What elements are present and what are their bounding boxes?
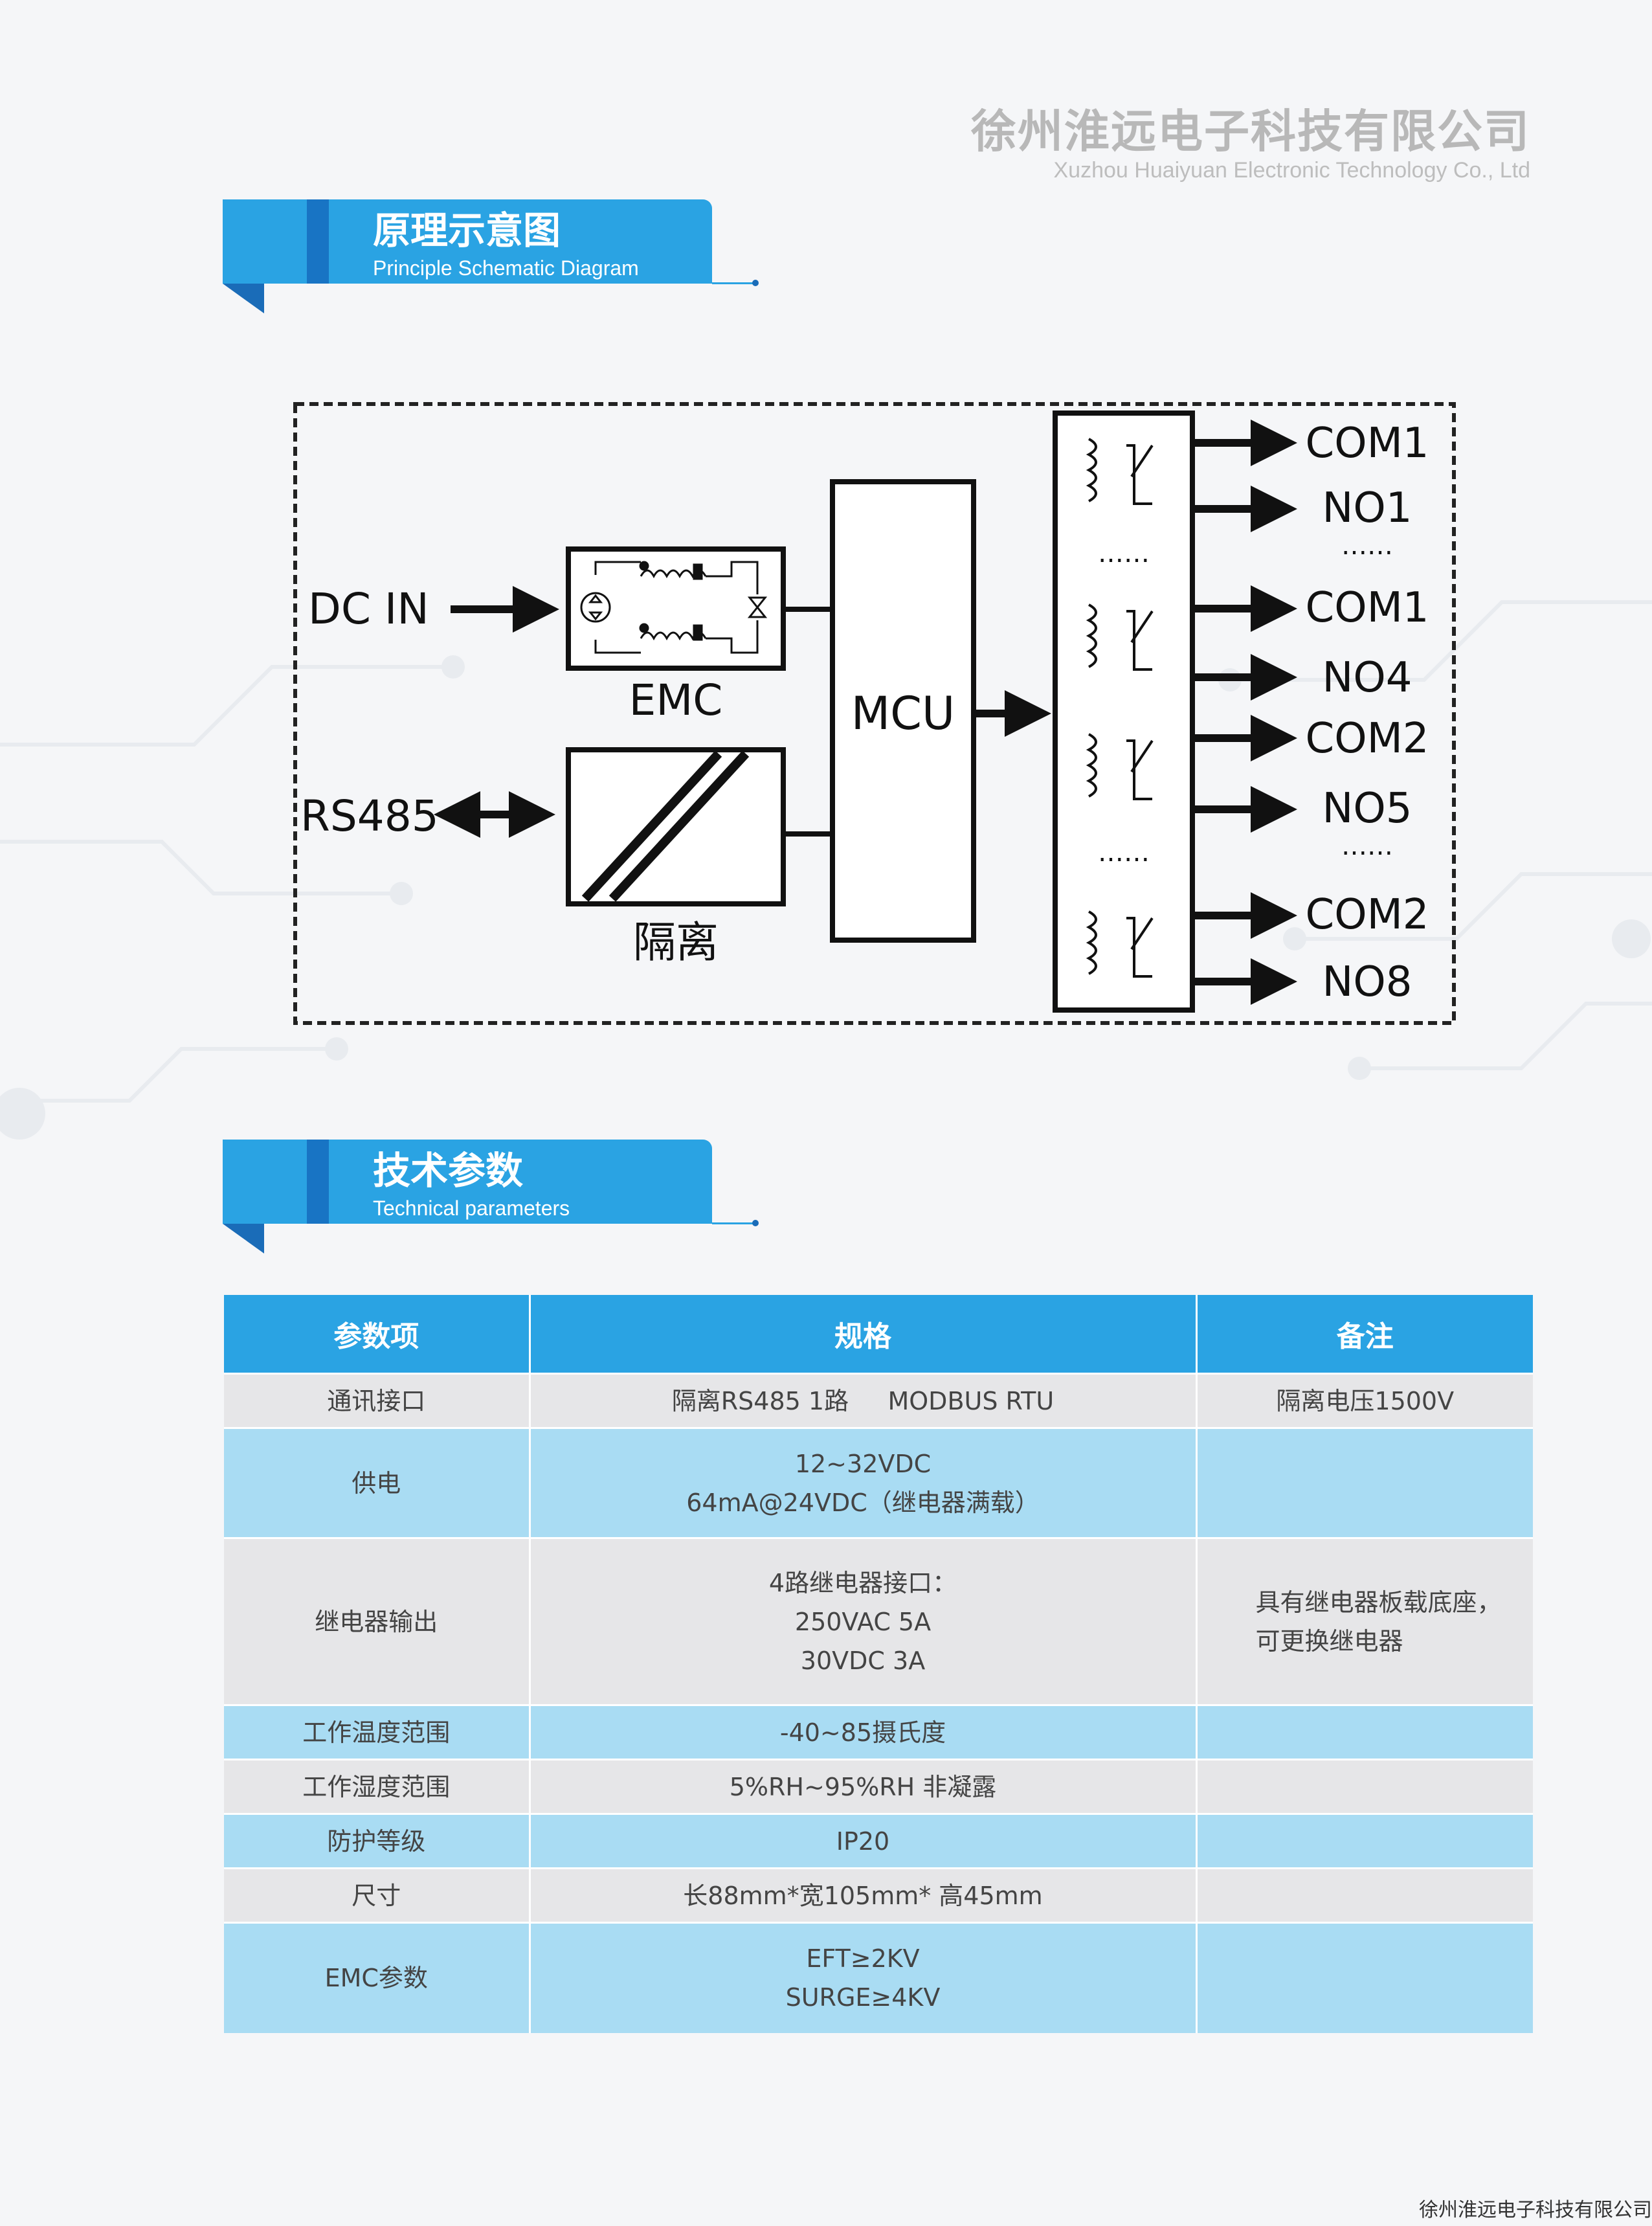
output-label-2: NO1 bbox=[1323, 484, 1412, 532]
cell-spec: 4路继电器接口： 250VAC 5A 30VDC 3A bbox=[530, 1537, 1198, 1705]
header-param: 参数项 bbox=[224, 1295, 531, 1374]
cell-spec: -40~85摄氏度 bbox=[530, 1704, 1198, 1760]
cell-note bbox=[1196, 1813, 1533, 1869]
header-note: 备注 bbox=[1196, 1295, 1533, 1374]
dc-in-label: DC IN bbox=[308, 584, 429, 634]
relay-block bbox=[1053, 410, 1195, 1013]
section-title-en: Technical parameters bbox=[373, 1197, 570, 1220]
output-ellipsis-top: …… bbox=[1341, 531, 1393, 561]
cell-note bbox=[1196, 1427, 1533, 1538]
table-row: EMC参数 EFT≥2KV SURGE≥4KV bbox=[224, 1922, 1533, 2033]
cell-spec: EFT≥2KV SURGE≥4KV bbox=[530, 1922, 1198, 2033]
table-row: 防护等级 IP20 bbox=[224, 1813, 1533, 1869]
technical-parameters-table: 参数项 规格 备注 通讯接口 隔离RS485 1路 MODBUS RTU 隔离电压1… bbox=[224, 1295, 1533, 2033]
isolation-symbol bbox=[581, 750, 750, 902]
table-row: 继电器输出 4路继电器接口： 250VAC 5A 30VDC 3A 具有继电器板载底座，… bbox=[224, 1537, 1533, 1705]
cell-note: 具有继电器板载底座， 可更换继电器 bbox=[1196, 1537, 1533, 1705]
note-line: 可更换继电器 bbox=[1255, 1626, 1403, 1656]
spec-line: 4路继电器接口： bbox=[768, 1568, 957, 1597]
spec-line: IP20 bbox=[836, 1827, 890, 1856]
cell-spec: 隔离RS485 1路 MODBUS RTU bbox=[530, 1373, 1198, 1428]
cell-note bbox=[1196, 1922, 1533, 2033]
cell-param: 防护等级 bbox=[224, 1813, 531, 1869]
spec-line: 5%RH~95%RH 非凝露 bbox=[729, 1772, 997, 1801]
note-line: 具有继电器板载底座， bbox=[1255, 1588, 1502, 1617]
spec-line: 30VDC 3A bbox=[800, 1646, 926, 1675]
output-label-7: COM2 bbox=[1306, 891, 1429, 939]
cell-param: EMC参数 bbox=[224, 1922, 531, 2033]
spec-line: 250VAC 5A bbox=[794, 1607, 932, 1636]
relay-coil-icons bbox=[1086, 438, 1154, 978]
cell-param: 工作温度范围 bbox=[224, 1704, 531, 1760]
spec-line: 64mA@24VDC（继电器满载） bbox=[686, 1488, 1040, 1517]
emc-block bbox=[566, 546, 786, 671]
cell-param: 通讯接口 bbox=[224, 1373, 531, 1428]
spec-line: 长88mm*宽105mm* 高45mm bbox=[683, 1881, 1043, 1910]
emc-filter-icon bbox=[580, 561, 768, 654]
company-name-cn: 徐州淮远电子科技有限公司 bbox=[971, 105, 1530, 158]
cell-spec: IP20 bbox=[530, 1813, 1198, 1869]
table-row: 工作湿度范围 5%RH~95%RH 非凝露 bbox=[224, 1759, 1533, 1814]
table-row: 通讯接口 隔离RS485 1路 MODBUS RTU 隔离电压1500V bbox=[224, 1373, 1533, 1428]
output-label-5: COM2 bbox=[1306, 715, 1429, 763]
cell-spec: 12~32VDC 64mA@24VDC（继电器满载） bbox=[530, 1427, 1198, 1538]
principle-schematic-diagram: DC IN EMC RS485 隔离 MCU bbox=[293, 402, 1456, 1025]
spec-line: EFT≥2KV bbox=[806, 1944, 920, 1973]
spec-line: 隔离RS485 1路 MODBUS RTU bbox=[671, 1386, 1055, 1415]
spec-line: -40~85摄氏度 bbox=[779, 1718, 946, 1747]
section-title-en: Principle Schematic Diagram bbox=[373, 256, 639, 280]
spec-line: 12~32VDC bbox=[794, 1449, 932, 1478]
cell-param: 供电 bbox=[224, 1427, 531, 1538]
cell-note bbox=[1196, 1704, 1533, 1760]
footer-company: 徐州淮远电子科技有限公司 bbox=[1419, 2199, 1652, 2221]
section-header-principle: 原理示意图 Principle Schematic Diagram bbox=[223, 199, 760, 316]
table-row: 尺寸 长88mm*宽105mm* 高45mm bbox=[224, 1867, 1533, 1923]
company-name-en: Xuzhou Huaiyuan Electronic Technology Co… bbox=[1053, 158, 1531, 183]
output-label-4: NO4 bbox=[1323, 654, 1412, 702]
cell-note bbox=[1196, 1759, 1533, 1814]
cell-param: 继电器输出 bbox=[224, 1537, 531, 1705]
isolation-label: 隔离 bbox=[633, 917, 719, 967]
company-header: 徐州淮远电子科技有限公司 Xuzhou Huaiyuan Electronic … bbox=[971, 109, 1530, 183]
mcu-label: MCU bbox=[851, 687, 955, 740]
output-label-6: NO5 bbox=[1323, 785, 1412, 833]
relay-ellipsis-top: …… bbox=[1098, 539, 1150, 568]
relay-ellipsis-bottom: …… bbox=[1098, 838, 1150, 868]
output-label-1: COM1 bbox=[1306, 420, 1429, 467]
table-row: 工作温度范围 -40~85摄氏度 bbox=[224, 1704, 1533, 1760]
cell-note bbox=[1196, 1867, 1533, 1923]
output-label-8: NO8 bbox=[1323, 958, 1412, 1006]
header-spec: 规格 bbox=[530, 1295, 1198, 1374]
table-row: 供电 12~32VDC 64mA@24VDC（继电器满载） bbox=[224, 1427, 1533, 1538]
output-arrows bbox=[1192, 420, 1297, 1005]
section-header-technical: 技术参数 Technical parameters bbox=[223, 1140, 760, 1256]
section-title-cn: 原理示意图 bbox=[373, 208, 561, 253]
output-label-3: COM1 bbox=[1306, 584, 1429, 632]
rs485-label: RS485 bbox=[300, 791, 439, 841]
emc-label: EMC bbox=[629, 675, 723, 725]
output-ellipsis-bottom: …… bbox=[1341, 831, 1393, 861]
cell-note: 隔离电压1500V bbox=[1196, 1373, 1533, 1428]
cell-param: 工作湿度范围 bbox=[224, 1759, 531, 1814]
cell-param: 尺寸 bbox=[224, 1867, 531, 1923]
table-header-row: 参数项 规格 备注 bbox=[224, 1295, 1533, 1374]
diagram-frame bbox=[293, 402, 1456, 1025]
spec-line: SURGE≥4KV bbox=[785, 1983, 941, 2012]
note-line: 隔离电压1500V bbox=[1276, 1386, 1455, 1415]
section-title-cn: 技术参数 bbox=[373, 1149, 524, 1193]
cell-spec: 长88mm*宽105mm* 高45mm bbox=[530, 1867, 1198, 1923]
cell-spec: 5%RH~95%RH 非凝露 bbox=[530, 1759, 1198, 1814]
